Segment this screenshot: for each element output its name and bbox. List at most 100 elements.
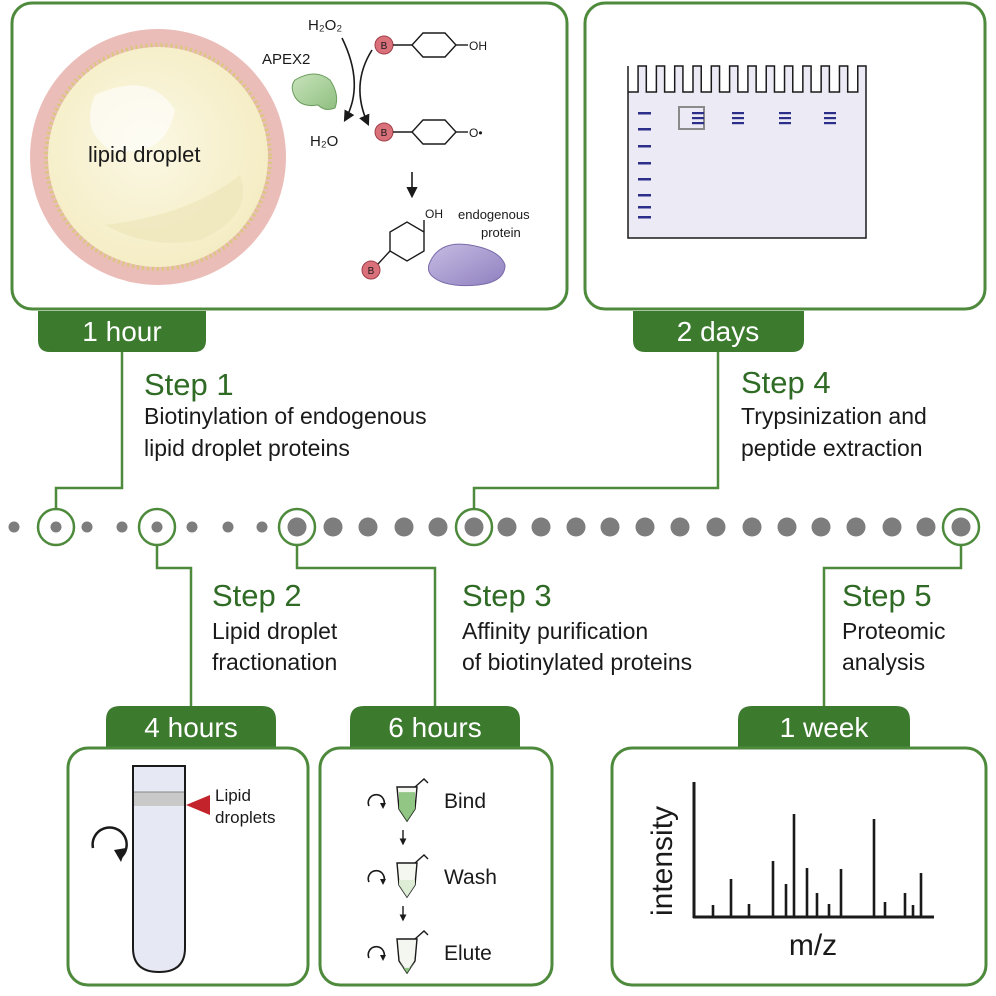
step3-row-bind: Bind — [367, 778, 486, 846]
tab-1-hour: 1 hour — [38, 311, 206, 352]
step1-text: Step 1 Biotinylation of endogenous lipid… — [144, 367, 427, 461]
timeline-dot — [846, 517, 866, 537]
ladder-lane — [638, 112, 651, 219]
microtube-fill — [399, 792, 415, 821]
step3-desc-line1: Affinity purification — [462, 618, 648, 644]
timeline-dot — [566, 517, 586, 537]
apex2-label: APEX2 — [262, 51, 310, 68]
timeline-dot — [81, 521, 93, 533]
centrifuge-tube — [132, 765, 186, 974]
timeline-dot — [916, 517, 936, 537]
tab-6-hours-label: 6 hours — [388, 712, 481, 743]
biotin-phenol-molecule: B OH — [374, 32, 487, 58]
ladder-band — [638, 178, 651, 181]
step5-desc-line2: analysis — [842, 649, 925, 675]
biotin-circle — [361, 260, 381, 280]
timeline-dot — [706, 517, 726, 537]
gel-outline — [627, 65, 867, 239]
lipid-label-line1: Lipid — [215, 786, 251, 805]
sds-page-gel — [627, 65, 867, 239]
timeline-dot — [742, 517, 762, 537]
oh-label: OH — [469, 39, 487, 53]
timeline-dot — [635, 517, 655, 537]
h2o-label: H₂O — [310, 133, 338, 150]
step3-desc-line2: of biotinylated proteins — [462, 649, 692, 675]
timeline-dot — [151, 521, 163, 533]
ladder-band — [638, 206, 651, 209]
timeline-dot — [256, 521, 268, 533]
timeline — [8, 507, 981, 547]
tab-4-hours: 4 hours — [106, 706, 276, 748]
oxy-radical-label: O• — [469, 126, 483, 140]
step3-row-elute: Elute — [367, 930, 492, 975]
step4-text: Step 4 Trypsinization and peptide extrac… — [741, 365, 927, 461]
reaction-arrow-phenol — [359, 49, 373, 127]
step2-desc-line1: Lipid droplet — [212, 618, 338, 644]
sample-band — [692, 117, 704, 120]
timeline-dot — [882, 517, 902, 537]
centrifuge-rotation-icon — [91, 826, 128, 859]
connector-step2 — [155, 544, 193, 706]
lipid-droplet-layer — [134, 792, 184, 806]
biotin-letter: B — [381, 128, 388, 139]
h2o2-label: H₂O₂ — [308, 17, 342, 34]
timeline-dot — [777, 517, 797, 537]
timeline-dot — [600, 517, 620, 537]
connector-lines — [54, 352, 963, 706]
step3-action-label: Elute — [444, 942, 492, 965]
timeline-dot — [497, 517, 517, 537]
timeline-dot — [222, 521, 234, 533]
connector-step5 — [822, 546, 963, 706]
droplet-shadow — [105, 175, 244, 243]
sample-band — [732, 117, 744, 120]
sample-band — [732, 112, 744, 115]
tab-1-week: 1 week — [738, 706, 910, 748]
timeline-dot — [811, 517, 831, 537]
step5-panel-frame — [610, 746, 988, 987]
step3-action-label: Bind — [444, 790, 486, 813]
timeline-dot — [951, 517, 971, 537]
sample-band — [824, 117, 836, 120]
microtube-fill — [399, 880, 415, 897]
droplet-label: lipid droplet — [88, 142, 201, 167]
microtube-cap — [414, 778, 429, 788]
timeline-dot — [323, 517, 343, 537]
ladder-band — [638, 162, 651, 165]
biotin-letter: B — [381, 41, 388, 52]
timeline-dot — [531, 517, 551, 537]
step5-text: Step 5 Proteomic analysis — [842, 578, 946, 675]
step4-title: Step 4 — [741, 365, 831, 400]
ladder-band — [638, 112, 651, 115]
timeline-dot — [428, 517, 448, 537]
sample-band — [824, 122, 836, 125]
lipid-droplet-illustration: lipid droplet — [30, 29, 286, 285]
product-oh-label: OH — [425, 207, 443, 221]
step3-row-wash: Wash — [367, 854, 497, 922]
timeline-dot — [8, 521, 20, 533]
connector-step1 — [54, 352, 124, 511]
step3-panel-frame — [318, 746, 554, 987]
connector-step4 — [472, 352, 720, 508]
tab-2-days: 2 days — [633, 311, 804, 352]
endogenous-protein-shape — [427, 243, 506, 287]
step4-desc-line2: peptide extraction — [741, 435, 923, 461]
spectrum-ylabel: intensity — [646, 806, 679, 916]
step4-desc-line1: Trypsinization and — [741, 403, 927, 429]
step1-desc-line2: lipid droplet proteins — [144, 435, 350, 461]
step3-title: Step 3 — [462, 578, 552, 613]
sample-band — [692, 122, 704, 125]
step2-desc-line2: fractionation — [212, 649, 337, 675]
tab-2-days-label: 2 days — [677, 316, 760, 347]
ladder-band — [638, 194, 651, 197]
ladder-band — [638, 145, 651, 148]
ladder-band — [638, 128, 651, 131]
tab-1-week-label: 1 week — [780, 712, 870, 743]
lipid-label-line2: droplets — [215, 808, 275, 827]
protein-label-line2: protein — [481, 225, 521, 240]
step1-desc-line1: Biotinylation of endogenous — [144, 403, 427, 429]
ladder-band — [638, 216, 651, 219]
reaction-arrow-h2o2 — [341, 37, 356, 122]
microtube-cap — [414, 930, 429, 940]
droplet-highlight — [90, 85, 175, 152]
